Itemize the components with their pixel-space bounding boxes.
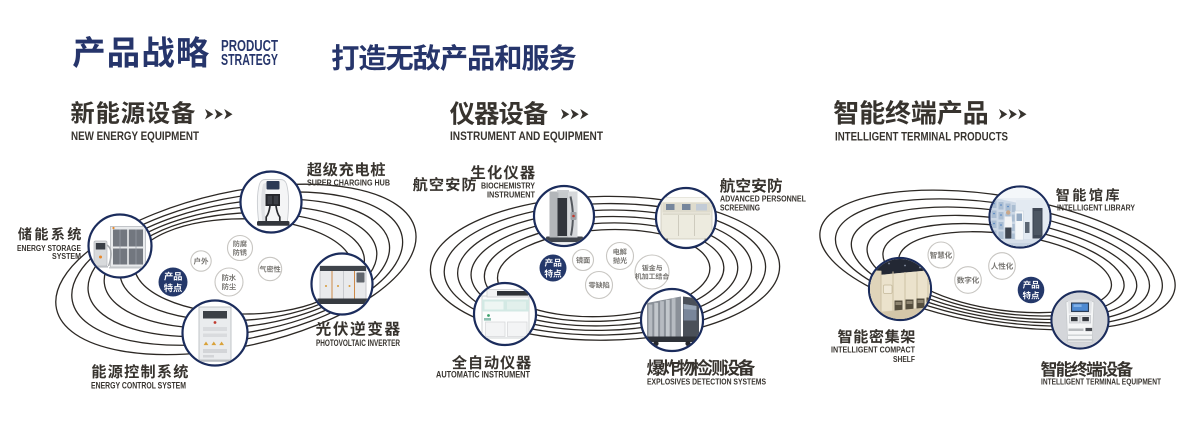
svg-text:ADVANCED PERSONNEL: ADVANCED PERSONNEL — [720, 195, 806, 204]
svg-text:INSTRUMENT: INSTRUMENT — [487, 190, 535, 199]
svg-text:STRATEGY: STRATEGY — [221, 52, 278, 69]
svg-text:SCREENING: SCREENING — [720, 203, 760, 212]
svg-text:INTELLIGENT LIBRARY: INTELLIGENT LIBRARY — [1057, 204, 1136, 213]
svg-text:EXPLOSIVES DETECTION SYSTEMS: EXPLOSIVES DETECTION SYSTEMS — [647, 378, 766, 387]
svg-text:PHOTOVOLTAIC INVERTER: PHOTOVOLTAIC INVERTER — [316, 338, 400, 348]
svg-text:INTELLIGENT TERMINAL EQUIPMENT: INTELLIGENT TERMINAL EQUIPMENT — [1041, 378, 1161, 387]
svg-text:INSTRUMENT AND EQUIPMENT: INSTRUMENT AND EQUIPMENT — [450, 131, 603, 143]
svg-text:NEW ENERGY EQUIPMENT: NEW ENERGY EQUIPMENT — [71, 131, 199, 143]
svg-text:BIOCHEMISTRY: BIOCHEMISTRY — [481, 181, 536, 190]
svg-text:INTELLIGENT TERMINAL PRODUCTS: INTELLIGENT TERMINAL PRODUCTS — [835, 132, 1008, 144]
svg-text:INTELLIGENT COMPACT: INTELLIGENT COMPACT — [831, 345, 915, 354]
svg-text:AUTOMATIC INSTRUMENT: AUTOMATIC INSTRUMENT — [436, 369, 531, 379]
svg-text:PRODUCT: PRODUCT — [221, 38, 278, 55]
svg-text:SHELF: SHELF — [893, 355, 915, 364]
svg-text:ENERGY CONTROL SYSTEM: ENERGY CONTROL SYSTEM — [91, 381, 186, 391]
svg-text:ENERGY STORAGE: ENERGY STORAGE — [17, 244, 82, 253]
svg-text:SYSTEM: SYSTEM — [52, 252, 81, 261]
svg-text:SUPER CHARGING HUB: SUPER CHARGING HUB — [307, 178, 390, 188]
